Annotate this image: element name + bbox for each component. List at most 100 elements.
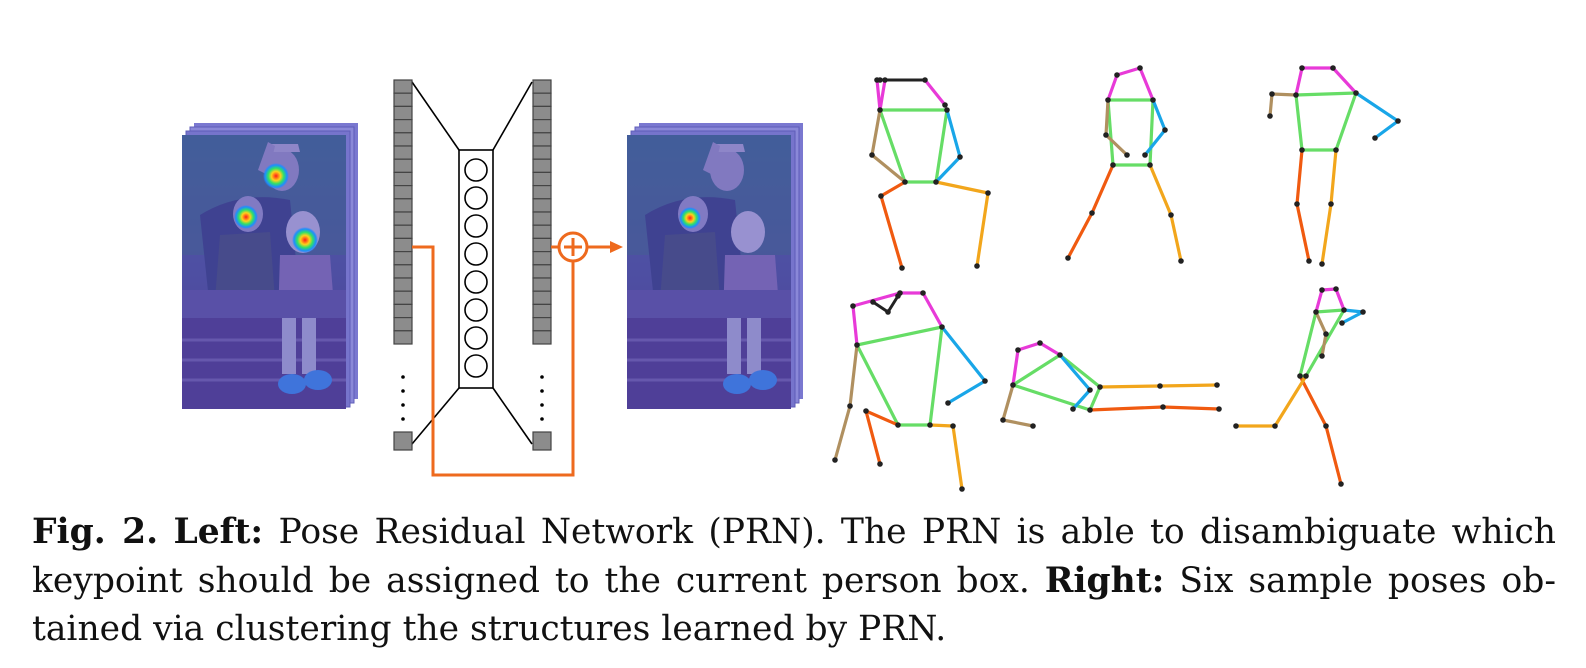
pose-limb <box>1016 341 1042 352</box>
pose-limb <box>921 291 944 329</box>
layer-block <box>393 198 413 213</box>
layer-block <box>393 105 413 121</box>
heatmap-blob <box>292 227 318 253</box>
pose-joint <box>1328 201 1334 207</box>
layer-block <box>532 118 552 134</box>
pose-limb <box>1058 353 1092 392</box>
pose-joint <box>1216 406 1222 412</box>
arrow-right-icon <box>587 241 623 253</box>
layer-block <box>393 277 413 292</box>
pose-limb <box>870 153 907 184</box>
pose-limb <box>934 155 962 184</box>
neuron-icon <box>464 214 488 238</box>
pose-limb <box>1011 383 1092 412</box>
ellipsis-dot <box>540 389 544 393</box>
layer-block <box>393 237 413 253</box>
layer-block <box>532 237 552 253</box>
pose-limb <box>1294 93 1304 152</box>
pose-joint <box>1142 152 1148 158</box>
pose-limb <box>1334 91 1358 152</box>
ellipsis-dot <box>540 403 544 407</box>
pose-joint <box>985 190 991 196</box>
residual-connection <box>412 245 575 477</box>
pose-limb <box>1090 163 1115 215</box>
output-layer-column <box>532 79 552 451</box>
layer-block <box>532 290 552 306</box>
figure-caption: Fig. 2. Left: Pose Residual Network (PRN… <box>32 508 1556 654</box>
caption-line-2: keypoint should be assigned to the curre… <box>32 557 1556 606</box>
pose-limb <box>1098 384 1162 389</box>
pose-limb <box>951 424 964 491</box>
layer-block <box>393 264 413 279</box>
pose-joint <box>895 293 901 299</box>
pose-joint <box>1147 162 1153 168</box>
pose-limb <box>934 180 990 195</box>
pose-joint <box>1333 286 1339 292</box>
pose-joint <box>927 422 933 428</box>
heatmap-blob <box>263 163 289 189</box>
plus-circle-icon <box>557 231 589 263</box>
pose-joint <box>902 179 908 185</box>
pose-limb <box>940 325 987 383</box>
caption-right-text-2: Six sample poses ob- <box>1179 560 1557 601</box>
pose-limb <box>1354 91 1400 123</box>
pose-joint <box>863 408 869 414</box>
pose-joint <box>847 403 853 409</box>
pose-limb <box>870 108 882 157</box>
pose-joint <box>1297 373 1303 379</box>
caption-left-label: Left: <box>173 512 264 552</box>
layer-block <box>393 251 413 266</box>
pose-limb <box>878 108 907 184</box>
layer-block <box>393 211 413 226</box>
pose-joint <box>982 378 988 384</box>
layer-block <box>532 251 552 266</box>
neuron-icon <box>464 326 488 350</box>
layer-block <box>532 330 552 345</box>
layer-block <box>532 264 552 279</box>
pose-limb <box>886 294 900 314</box>
pose-limb <box>928 423 955 428</box>
layer-block <box>393 118 413 134</box>
pose-joint <box>1162 127 1168 133</box>
pose-limb <box>851 304 859 347</box>
pose-joint <box>1330 65 1336 71</box>
pose-joint <box>1341 307 1347 313</box>
layer-block <box>393 92 413 107</box>
pose-limb <box>871 300 890 314</box>
caption-line-3: tained via clustering the structures lea… <box>32 605 1556 654</box>
neuron-icon <box>464 242 488 266</box>
layer-block <box>393 158 413 173</box>
pose-limb <box>1294 66 1304 97</box>
pose-limb <box>1143 128 1167 157</box>
pose-limb <box>1320 202 1333 266</box>
layer-block <box>532 105 552 121</box>
layer-block <box>532 277 552 292</box>
pose-limb <box>1001 418 1035 428</box>
pose-joint <box>1353 90 1359 96</box>
pose-joint <box>1214 382 1220 388</box>
figure-canvas <box>182 65 1401 492</box>
pose-limb <box>1011 353 1062 387</box>
pose-limb <box>1334 287 1346 312</box>
pose-joint <box>1319 353 1325 359</box>
ellipsis-dot <box>401 417 405 421</box>
pose-joint <box>1070 406 1076 412</box>
pose-joint <box>957 154 963 160</box>
pose-joint <box>1105 97 1111 103</box>
pose-joint <box>939 324 945 330</box>
hidden-neurons <box>464 158 488 378</box>
pose-limb <box>1320 332 1328 358</box>
layer-block <box>393 431 413 451</box>
pose-limb <box>1001 383 1015 422</box>
input-heatmap-stack <box>182 123 358 409</box>
pose-joint <box>899 265 905 271</box>
pose-joint <box>1103 132 1109 138</box>
neuron-icon <box>464 354 488 378</box>
pose-limb <box>875 78 882 112</box>
pose-joint <box>1299 147 1305 153</box>
pose-limb <box>1088 385 1102 412</box>
layer-block <box>393 185 413 200</box>
pose-limb <box>934 108 949 184</box>
pose-skeleton <box>1000 340 1222 429</box>
layer-block <box>532 185 552 200</box>
